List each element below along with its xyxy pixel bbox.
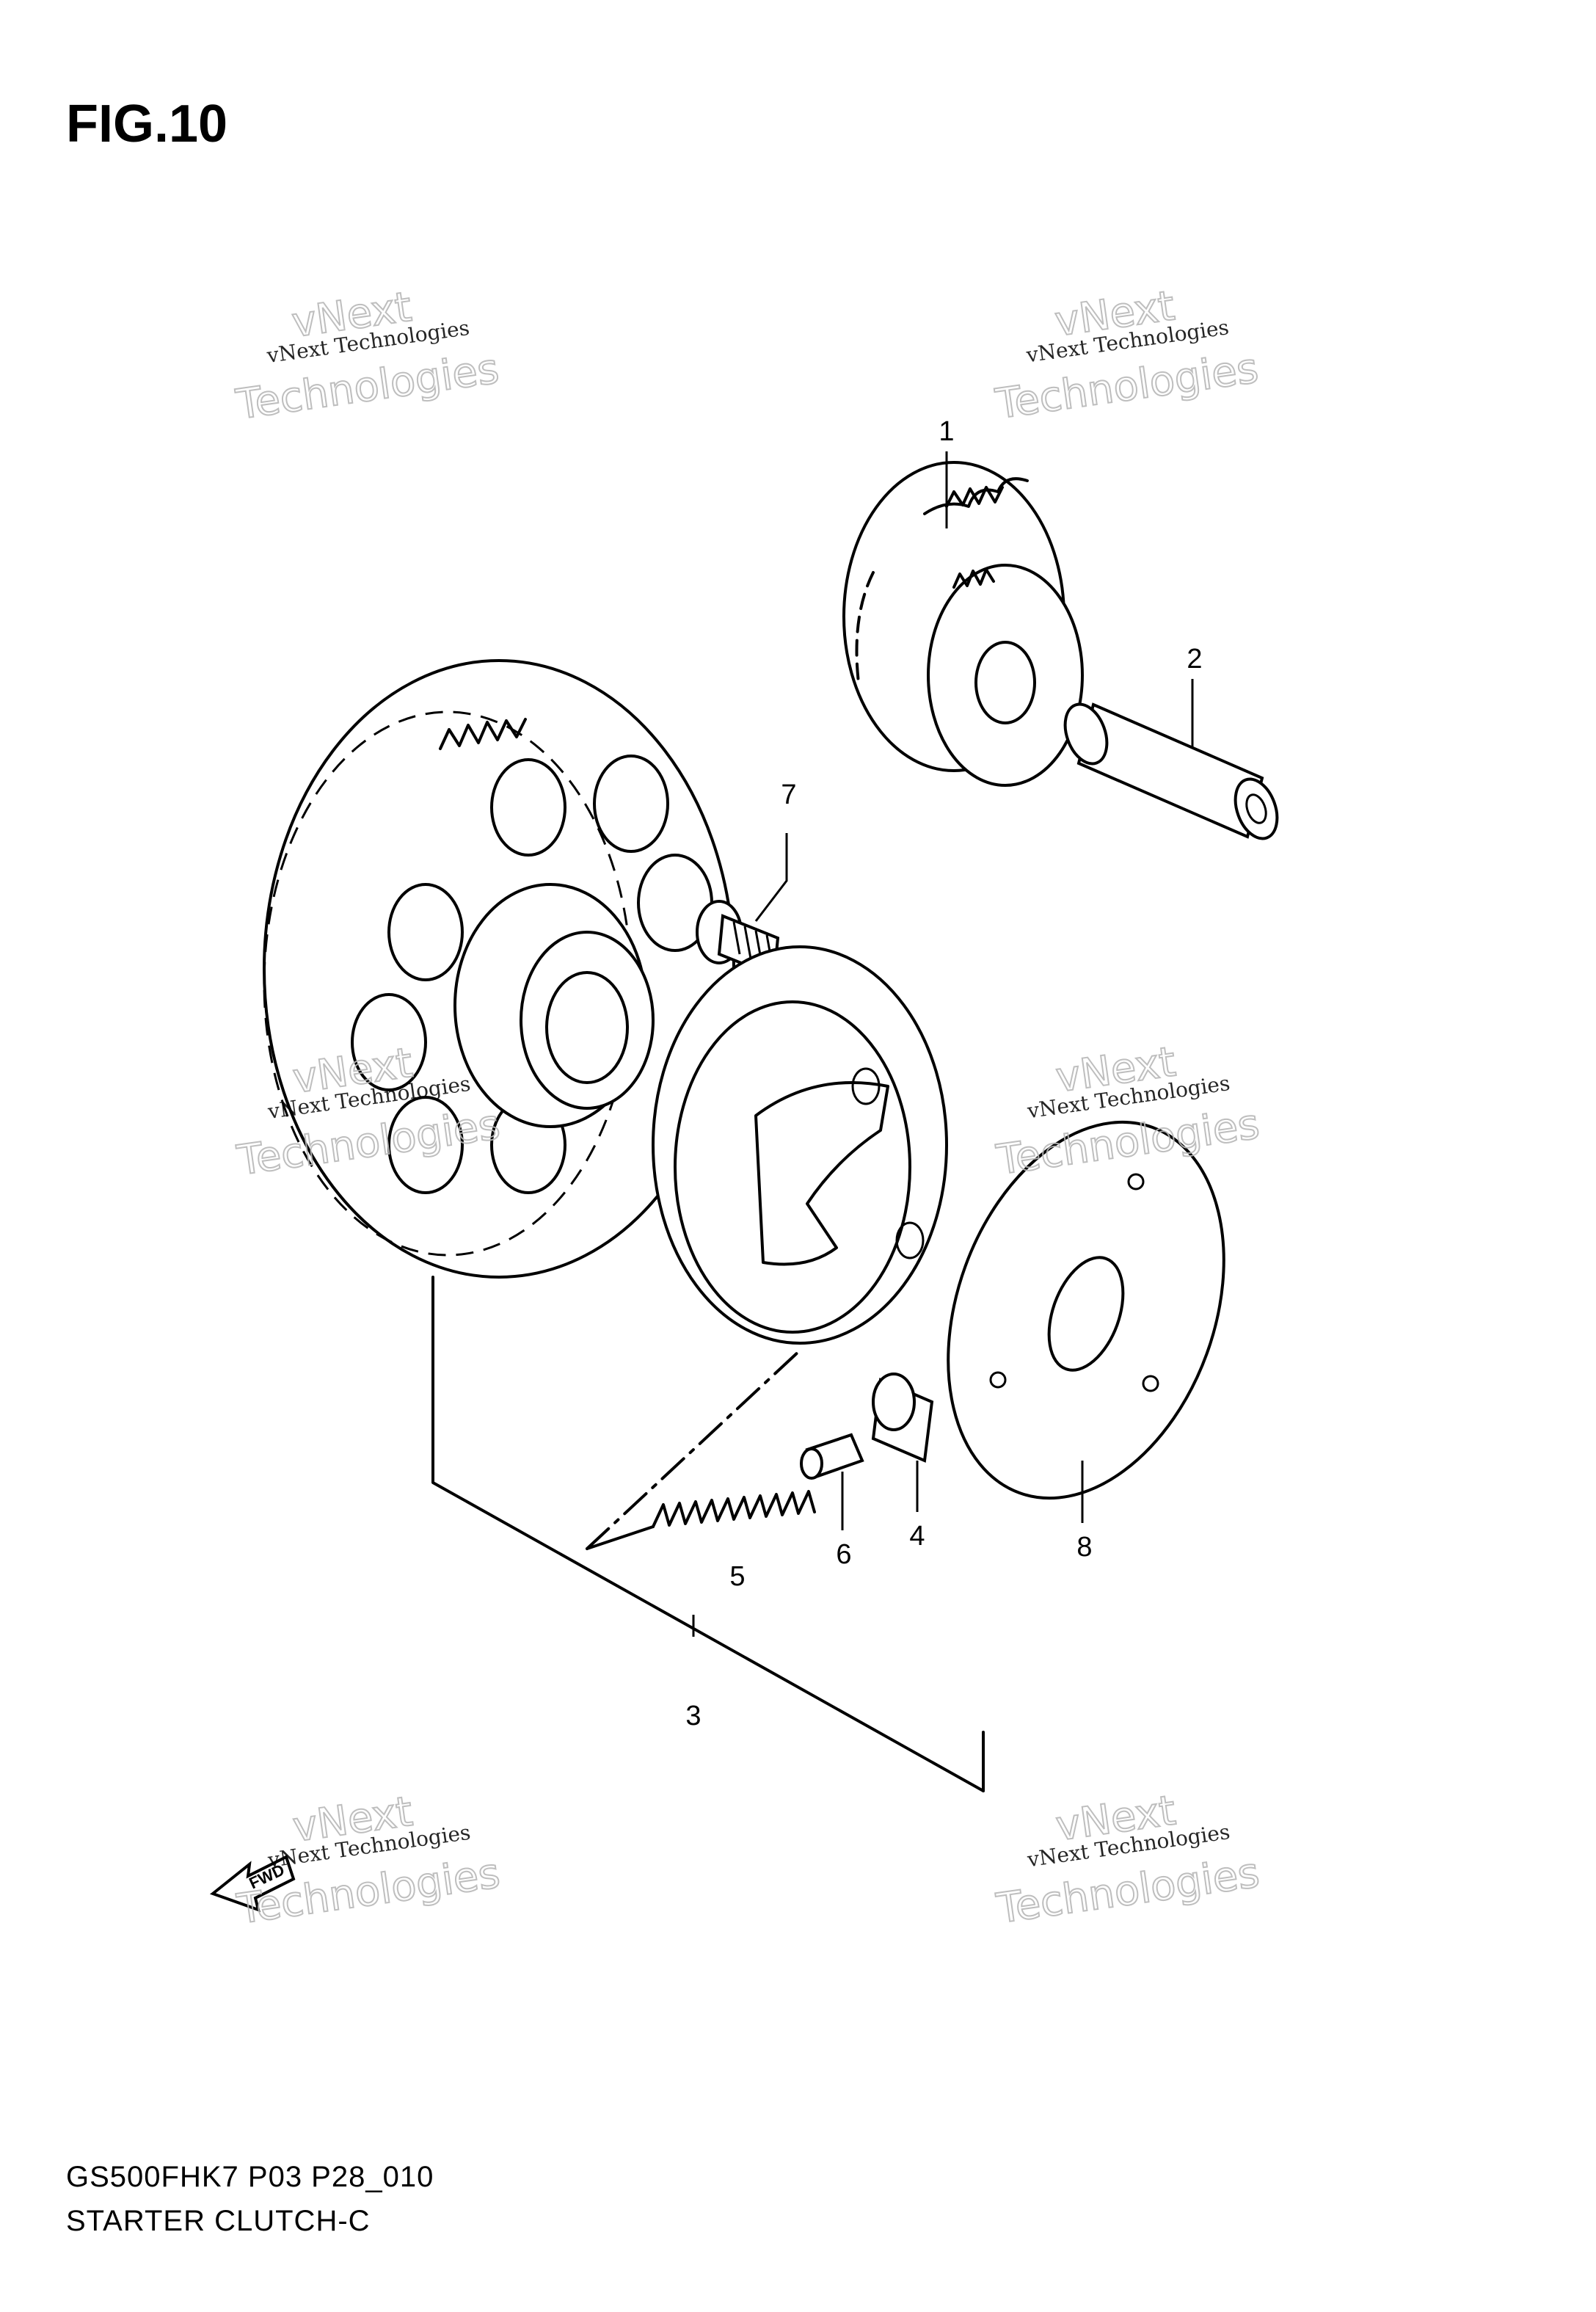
callout-4: 4: [909, 1521, 925, 1552]
watermark-2: vNext vNext Technologies Technologies: [991, 281, 1261, 429]
part-2-shaft: [1063, 702, 1279, 840]
watermark-4: vNext vNext Technologies Technologies: [993, 1037, 1263, 1185]
one-way-clutch-body: [652, 945, 948, 1345]
watermark-5: vNext vNext Technologies Technologies: [233, 1787, 503, 1935]
model-code: GS500FHK7 P03 P28_010: [66, 2161, 434, 2193]
callout-2: 2: [1187, 644, 1202, 675]
leader-lines: [692, 451, 1194, 1637]
figure-title: FIG.10: [66, 95, 228, 153]
callout-1: 1: [939, 416, 954, 447]
diagram-name: STARTER CLUTCH-C: [66, 2205, 371, 2237]
watermark-1: vNext vNext Technologies Technologies: [233, 283, 503, 430]
callout-6: 6: [836, 1539, 851, 1570]
assembly-bracket: [431, 1276, 985, 1792]
callout-3: 3: [685, 1701, 701, 1731]
part-8-washer: [947, 1120, 1225, 1500]
part-3-clutch-gear: [263, 659, 735, 1279]
callout-5: 5: [729, 1561, 745, 1592]
part-6-spring-cap: [800, 1433, 864, 1480]
callout-8: 8: [1076, 1532, 1092, 1563]
callout-7: 7: [781, 779, 796, 810]
watermark-6: vNext vNext Technologies Technologies: [993, 1786, 1263, 1934]
part-5-spring: [652, 1490, 816, 1528]
callout-numbers: 1 2 3 4 5 6 7 8: [685, 416, 1202, 1731]
part-4-roller: [871, 1373, 934, 1463]
part-1-idle-gear: [842, 461, 1084, 787]
